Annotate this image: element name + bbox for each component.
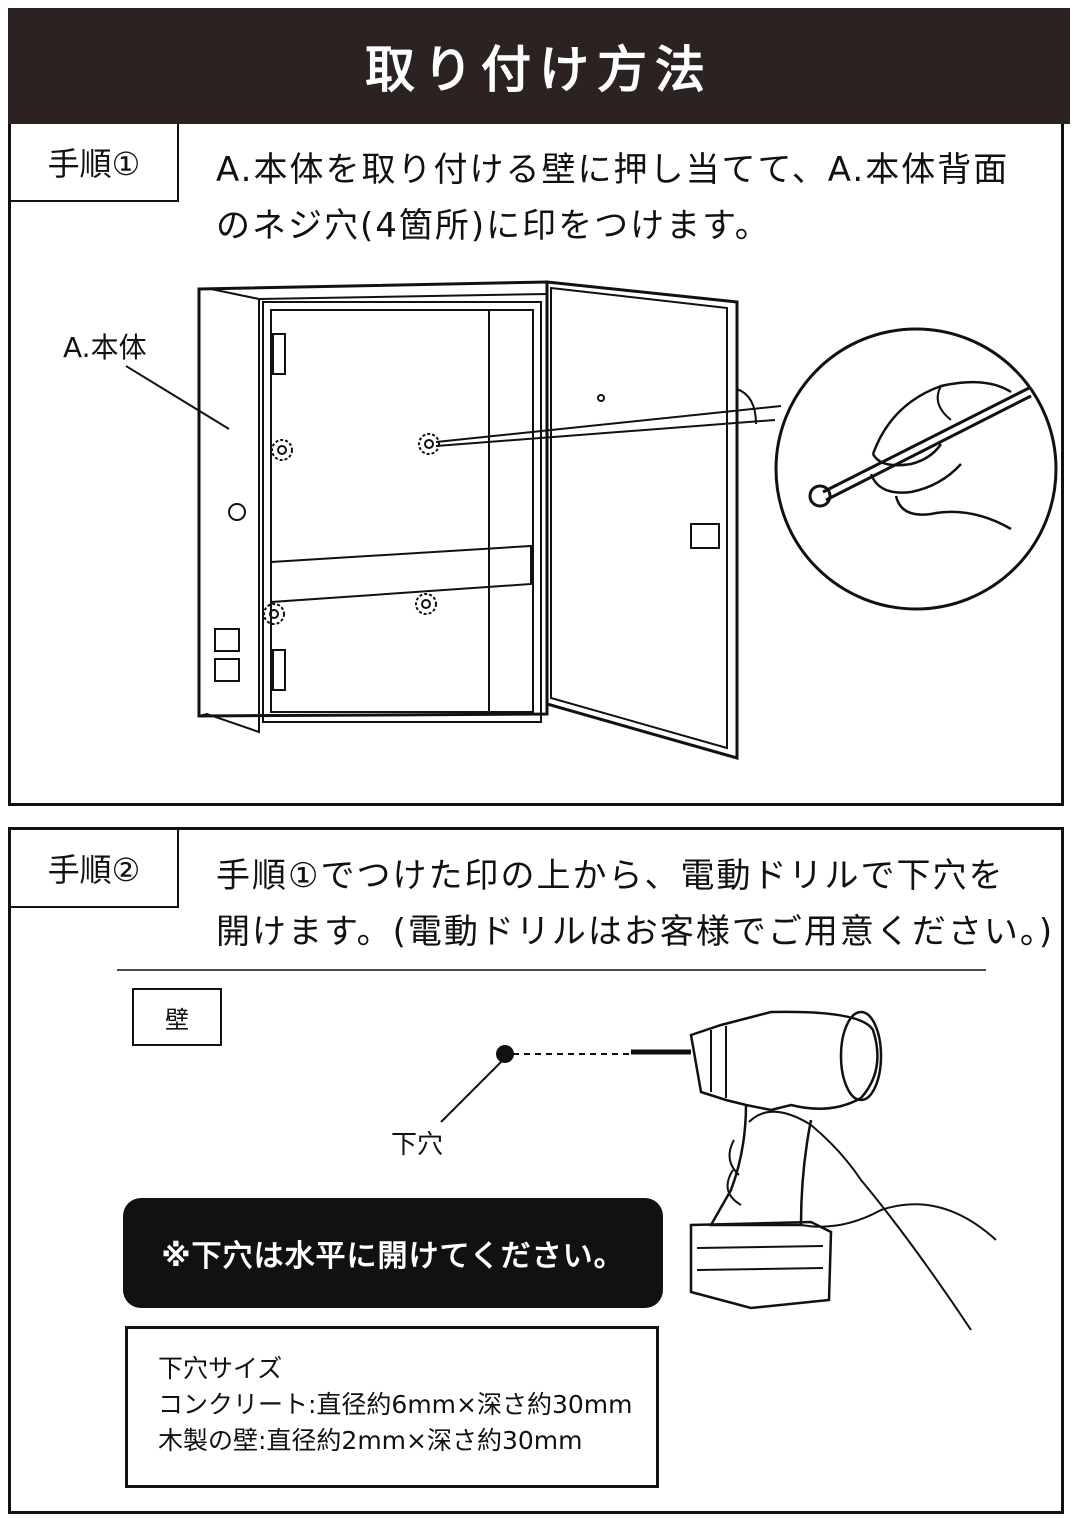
pilot-hole-label: 下穴 bbox=[391, 1130, 444, 1160]
step1-text-line2: のネジ穴(4箇所)に印をつけます。 bbox=[216, 206, 771, 246]
body-label: A.本体 bbox=[63, 331, 147, 364]
step1-label: 手順① bbox=[11, 124, 179, 202]
drill-illustration bbox=[117, 969, 997, 1331]
header-bar: 取り付け方法 bbox=[8, 8, 1070, 124]
step1-text-line1: A.本体を取り付ける壁に押し当てて、A.本体背面 bbox=[216, 150, 1010, 190]
step1-instruction: A.本体を取り付ける壁に押し当てて、A.本体背面 のネジ穴(4箇所)に印をつけま… bbox=[216, 142, 1056, 254]
hole-size-box: 下穴サイズ コンクリート:直径約6mm×深さ約30mm 木製の壁:直径約2mm×… bbox=[125, 1326, 659, 1488]
size-concrete: コンクリート:直径約6mm×深さ約30mm bbox=[158, 1390, 633, 1419]
step2-panel: 手順② 手順①でつけた印の上から、電動ドリルで下穴を 開けます。(電動ドリルはお… bbox=[8, 827, 1064, 1514]
step2-label: 手順② bbox=[11, 830, 179, 908]
step2-text-line2: 開けます。(電動ドリルはお客様でご用意ください。) bbox=[216, 912, 1055, 952]
step1-panel: 手順① A.本体を取り付ける壁に押し当てて、A.本体背面 のネジ穴(4箇所)に印… bbox=[8, 124, 1064, 806]
page-title: 取り付け方法 bbox=[365, 41, 713, 99]
size-title: 下穴サイズ bbox=[158, 1354, 283, 1383]
horizontal-notice: ※下穴は水平に開けてください。 bbox=[123, 1198, 663, 1308]
size-wood: 木製の壁:直径約2mm×深さ約30mm bbox=[158, 1426, 583, 1455]
wall-label-box: 壁 bbox=[132, 988, 222, 1046]
mailbox-illustration bbox=[125, 280, 1058, 760]
step2-text-line1: 手順①でつけた印の上から、電動ドリルで下穴を bbox=[216, 856, 1005, 896]
step2-instruction: 手順①でつけた印の上から、電動ドリルで下穴を 開けます。(電動ドリルはお客様でご… bbox=[216, 848, 1056, 960]
